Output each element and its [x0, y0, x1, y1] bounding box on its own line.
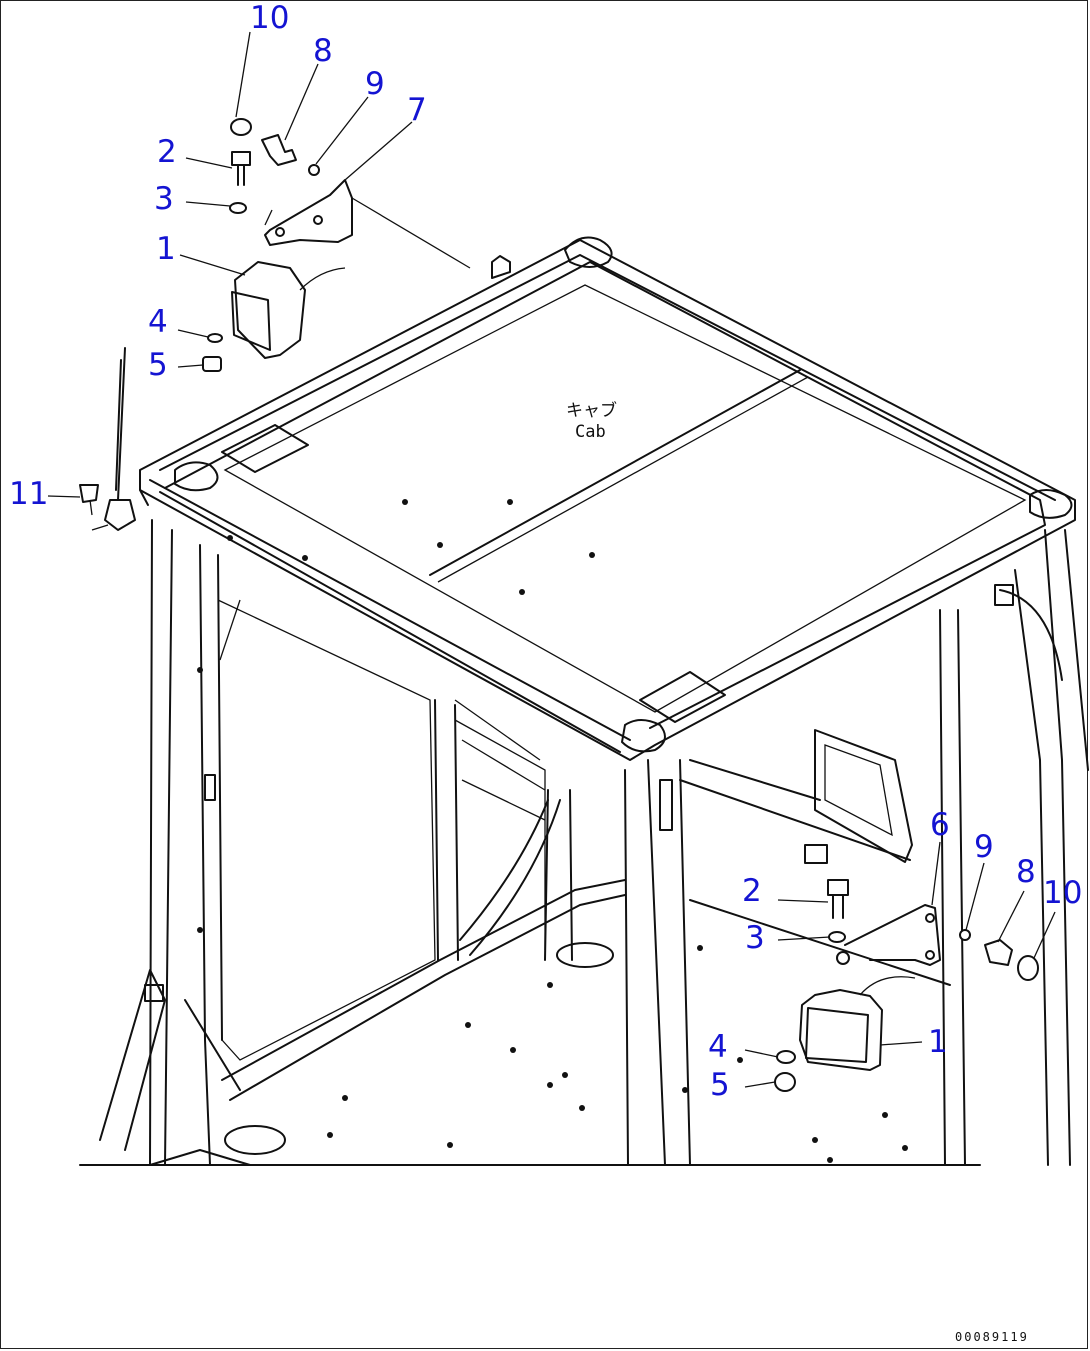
- callout-right-4-washer: 4: [708, 1029, 728, 1065]
- leader-lines: [47, 31, 1056, 1088]
- callout-top-3-washer: 3: [154, 181, 174, 217]
- upper-lamp-assembly: [202, 118, 353, 372]
- cab-roof-frame: [139, 236, 1076, 761]
- cab-label-japanese: キャブ: [566, 401, 617, 421]
- lower-lamp-assembly: [774, 879, 1039, 1092]
- callout-top-10-nut: 10: [250, 0, 290, 36]
- callout-top-9-washer: 9: [365, 66, 385, 102]
- callout-right-8-bolt: 8: [1016, 854, 1036, 890]
- callout-top-5-nut: 5: [148, 347, 168, 383]
- callout-top-8-bolt: 8: [313, 33, 333, 69]
- callout-right-9-washer: 9: [974, 829, 994, 865]
- callout-top-2-bolt: 2: [157, 134, 177, 170]
- callout-top-1-lamp: 1: [156, 231, 176, 267]
- cab-label-english: Cab: [575, 422, 606, 442]
- document-number: 00089119: [955, 1330, 1029, 1344]
- callout-11-antenna: 11: [9, 476, 49, 512]
- bolt-holes: [197, 499, 908, 1163]
- callout-right-1-lamp: 1: [928, 1024, 948, 1060]
- callout-right-2-bolt: 2: [742, 873, 762, 909]
- callout-right-6-bracket: 6: [930, 807, 950, 843]
- cab-pillars: [79, 519, 1089, 1166]
- callout-right-10-nut: 10: [1043, 875, 1083, 911]
- callout-top-7-bracket: 7: [407, 92, 427, 128]
- callout-right-5-nut: 5: [710, 1067, 730, 1103]
- antenna-assembly: [79, 347, 136, 531]
- callout-top-4-washer: 4: [148, 304, 168, 340]
- callout-right-3-washer: 3: [745, 920, 765, 956]
